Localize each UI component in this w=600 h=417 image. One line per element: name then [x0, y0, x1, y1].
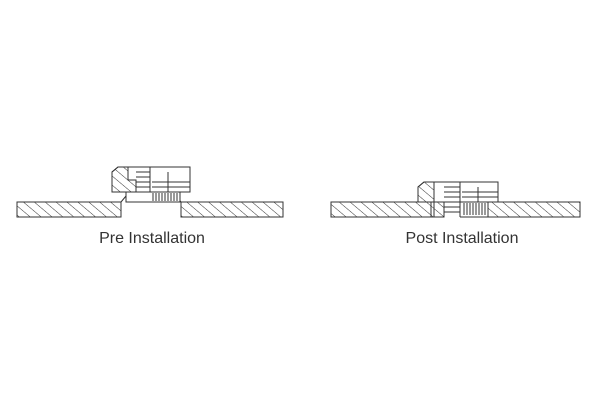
pre-thread-lines	[136, 171, 150, 193]
post-nut-section	[417, 181, 435, 218]
post-displaced-material	[433, 201, 445, 218]
post-shank-knurl	[463, 203, 486, 215]
post-installation-caption: Post Installation	[405, 230, 519, 247]
post-panel-right	[487, 201, 581, 218]
pre-installation-figure	[16, 166, 284, 218]
post-installation-figure	[330, 181, 581, 218]
post-shank	[459, 182, 489, 218]
pre-nut-section	[111, 166, 137, 193]
pre-shank-knurl	[152, 193, 178, 201]
pre-panel-hole	[120, 195, 182, 217]
post-panel-left	[330, 201, 432, 218]
pre-nut-center-lines	[149, 167, 190, 192]
post-nut-center-lines	[462, 187, 498, 202]
post-thread-lines	[444, 186, 460, 213]
pre-panel-right	[180, 201, 284, 218]
pre-panel-left	[16, 201, 122, 218]
pre-installation-caption: Pre Installation	[99, 230, 205, 247]
